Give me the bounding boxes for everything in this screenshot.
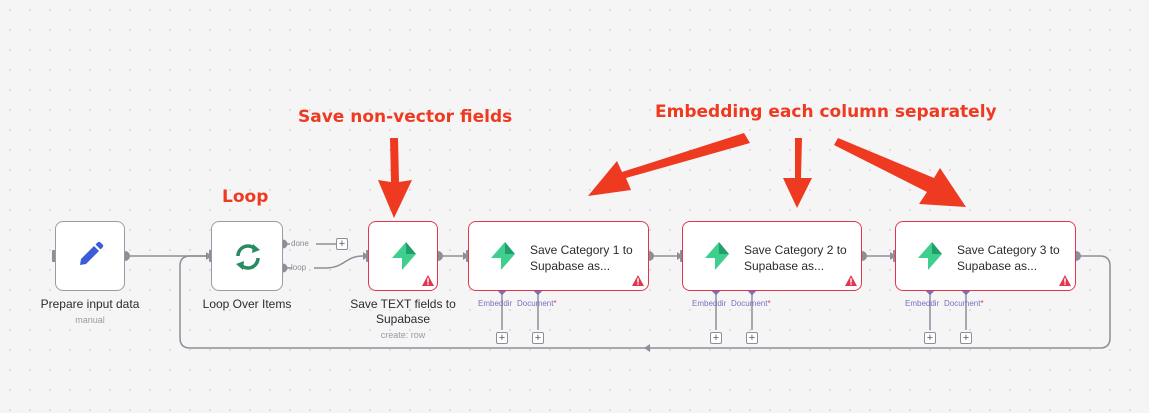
node-loop-over-items[interactable]: [211, 221, 283, 291]
node-prepare-label: Prepare input data: [40, 297, 140, 311]
node-prepare-input-data[interactable]: [55, 221, 125, 291]
add-embedding-button[interactable]: +: [496, 332, 508, 344]
node-loop-label: Loop Over Items: [202, 297, 292, 311]
supabase-bolt-icon: [392, 242, 416, 270]
arrowhead-return: [644, 344, 650, 352]
node-save-text-fields[interactable]: [368, 221, 438, 291]
arrow-icon: [588, 133, 750, 196]
add-document-button[interactable]: +: [746, 332, 758, 344]
supabase-bolt-icon: [705, 242, 729, 270]
node-save-category-2[interactable]: Save Category 2 to Supabase as...: [682, 221, 862, 291]
port-label-done: done: [291, 239, 309, 248]
supabase-bolt-icon: [918, 242, 942, 270]
add-document-button[interactable]: +: [960, 332, 972, 344]
node-cat3-title-line2: Supabase as...: [957, 259, 1038, 273]
annotation-embedding: Embedding each column separately: [655, 102, 997, 122]
node-cat2-title-line1: Save Category 2 to: [744, 243, 847, 257]
port-label-loop: loop: [291, 263, 307, 272]
node-cat1-title-line2: Supabase as...: [530, 259, 611, 273]
cat3-embedding-label: Embeddir: [905, 299, 940, 308]
warning-icon: [845, 275, 857, 286]
cat2-embedding-label: Embeddir: [692, 299, 727, 308]
node-prepare-subtitle: manual: [75, 315, 105, 325]
add-node-button[interactable]: +: [336, 238, 348, 250]
cat2-document-label: Document*: [731, 299, 771, 308]
arrow-icon: [834, 138, 966, 207]
cat3-document-label: Document*: [944, 299, 984, 308]
node-save-text-label-line1: Save TEXT fields to: [350, 297, 456, 311]
node-cat3-title-line1: Save Category 3 to: [957, 243, 1060, 257]
node-cat2-title-line2: Supabase as...: [744, 259, 825, 273]
node-save-text-subtitle: create: row: [380, 330, 426, 340]
node-save-text-label-line2: Supabase: [375, 312, 431, 326]
loop-refresh-icon: [236, 244, 260, 270]
node-save-category-3[interactable]: Save Category 3 to Supabase as...: [895, 221, 1076, 291]
pencil-icon: [80, 241, 104, 265]
node-save-category-1[interactable]: Save Category 1 to Supabase as...: [468, 221, 649, 291]
warning-icon: [1059, 275, 1071, 286]
node-cat1-title-line1: Save Category 1 to: [530, 243, 633, 257]
add-embedding-button[interactable]: +: [710, 332, 722, 344]
cat1-document-label: Document*: [517, 299, 557, 308]
supabase-bolt-icon: [491, 242, 515, 270]
annotation-loop: Loop: [222, 187, 269, 207]
warning-icon: [422, 275, 434, 286]
cat1-embedding-label: Embeddir: [478, 299, 513, 308]
add-document-button[interactable]: +: [532, 332, 544, 344]
warning-icon: [632, 275, 644, 286]
add-embedding-button[interactable]: +: [924, 332, 936, 344]
arrow-icon: [783, 138, 812, 208]
annotation-save-non-vector: Save non-vector fields: [298, 107, 513, 127]
arrow-icon: [378, 138, 412, 218]
